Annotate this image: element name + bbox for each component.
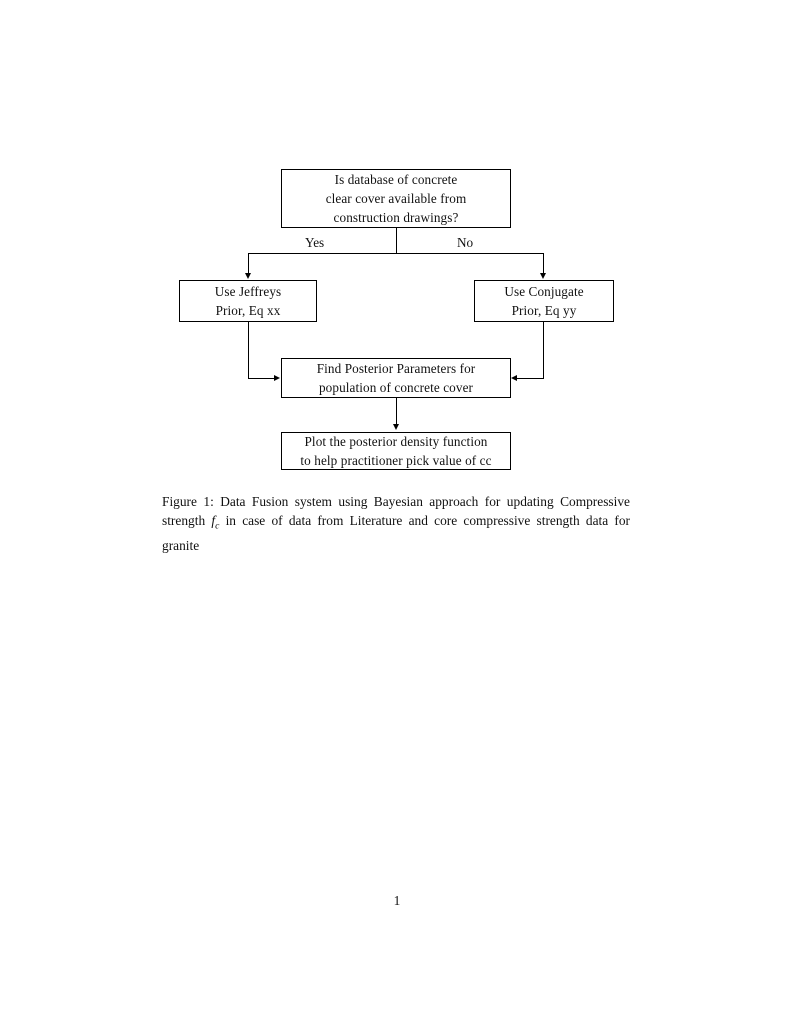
edge-label-no: No — [457, 235, 474, 250]
arrowhead-jeffreys-into-posterior — [274, 375, 280, 381]
figure-caption-math-fc: fc — [211, 513, 219, 532]
connector-conjugate-across — [517, 378, 544, 379]
flow-node-decision-line-2: clear cover available from — [325, 191, 467, 206]
flow-node-posterior-line-2: population of concrete cover — [318, 380, 474, 395]
flow-node-jeffreys-line-2: Prior, Eq xx — [215, 303, 281, 318]
flow-node-decision-line-1: Is database of concrete — [334, 172, 458, 187]
flow-node-find-posterior-parameters: Find Posterior Parameters for population… — [281, 358, 511, 398]
flow-node-jeffreys-line-1: Use Jeffreys — [214, 284, 282, 299]
math-subscript-c: c — [215, 521, 220, 533]
figure-caption-label: Figure 1: — [162, 494, 214, 509]
flow-node-decision-line-3: construction drawings? — [333, 210, 459, 225]
flow-node-plot-posterior-density: Plot the posterior density function to h… — [281, 432, 511, 470]
flow-node-posterior-line-1: Find Posterior Parameters for — [316, 361, 476, 376]
flow-node-plot-line-1: Plot the posterior density function — [304, 434, 488, 449]
connector-posterior-to-plot — [396, 398, 397, 426]
connector-no-drop — [543, 253, 544, 274]
flow-node-conjugate-prior: Use Conjugate Prior, Eq yy — [474, 280, 614, 322]
flow-node-decision: Is database of concrete clear cover avai… — [281, 169, 511, 228]
connector-branch-bar — [248, 253, 544, 254]
figure-flowchart: Is database of concrete clear cover avai… — [0, 0, 794, 500]
connector-jeffreys-down — [248, 322, 249, 379]
arrowhead-conjugate-into-posterior — [511, 375, 517, 381]
math-base-f: f — [211, 513, 216, 529]
figure-caption-text-after: in case of data from Literature and core… — [162, 513, 630, 554]
connector-decision-stem — [396, 228, 397, 254]
connector-conjugate-down — [543, 322, 544, 379]
flow-node-conjugate-line-1: Use Conjugate — [504, 284, 584, 299]
page-number: 1 — [393, 893, 401, 908]
figure-caption-text-before: Data Fusion system using Bayesian approa… — [162, 494, 630, 529]
edge-label-yes: Yes — [305, 235, 325, 250]
flow-node-plot-line-2: to help practitioner pick value of cc — [300, 453, 492, 468]
connector-jeffreys-across — [248, 378, 275, 379]
arrowhead-yes-into-jeffreys — [245, 273, 251, 279]
figure-caption: Figure 1: Data Fusion system using Bayes… — [162, 492, 630, 556]
connector-yes-drop — [248, 253, 249, 274]
arrowhead-into-plot — [393, 424, 399, 430]
arrowhead-no-into-conjugate — [540, 273, 546, 279]
flow-node-conjugate-line-2: Prior, Eq yy — [511, 303, 577, 318]
flow-node-jeffreys-prior: Use Jeffreys Prior, Eq xx — [179, 280, 317, 322]
